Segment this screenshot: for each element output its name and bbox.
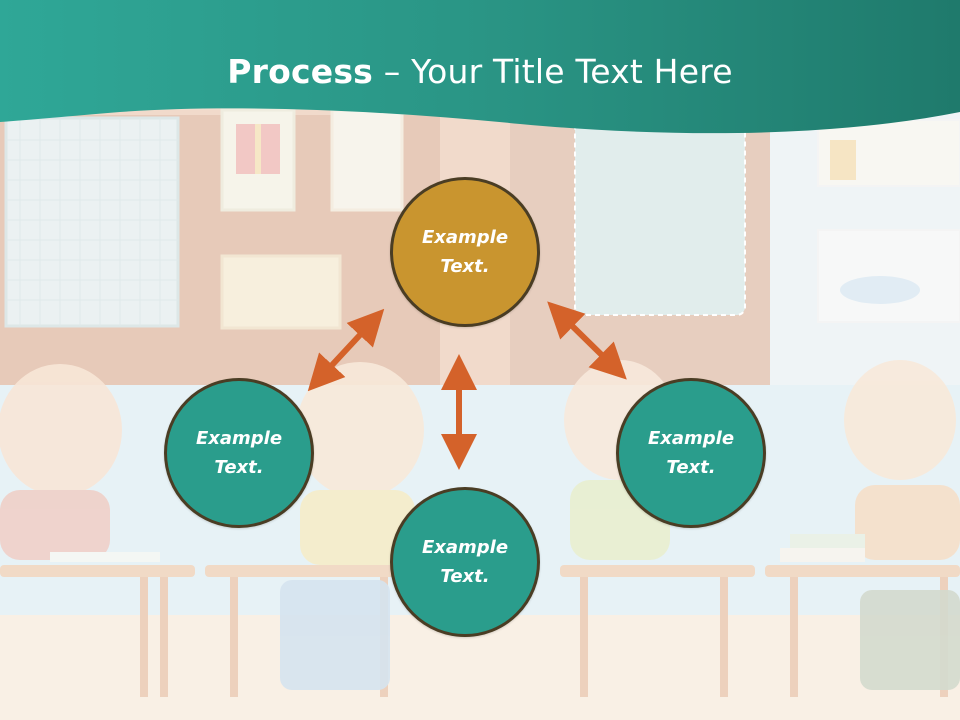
process-node-left-label: Example Text.	[195, 428, 283, 478]
process-node-left: Example Text.	[164, 378, 314, 528]
title-bold-part: Process	[227, 52, 374, 91]
slide-title: Process – Your Title Text Here	[0, 52, 960, 91]
process-node-right: Example Text.	[616, 378, 766, 528]
header-band	[0, 0, 960, 134]
title-regular-part: – Your Title Text Here	[373, 52, 733, 91]
process-node-right-label: Example Text.	[647, 428, 735, 478]
process-node-bottom: Example Text.	[390, 487, 540, 637]
process-node-bottom-label: Example Text.	[421, 537, 509, 587]
process-node-top: Example Text.	[390, 177, 540, 327]
process-node-top-label: Example Text.	[421, 227, 509, 277]
